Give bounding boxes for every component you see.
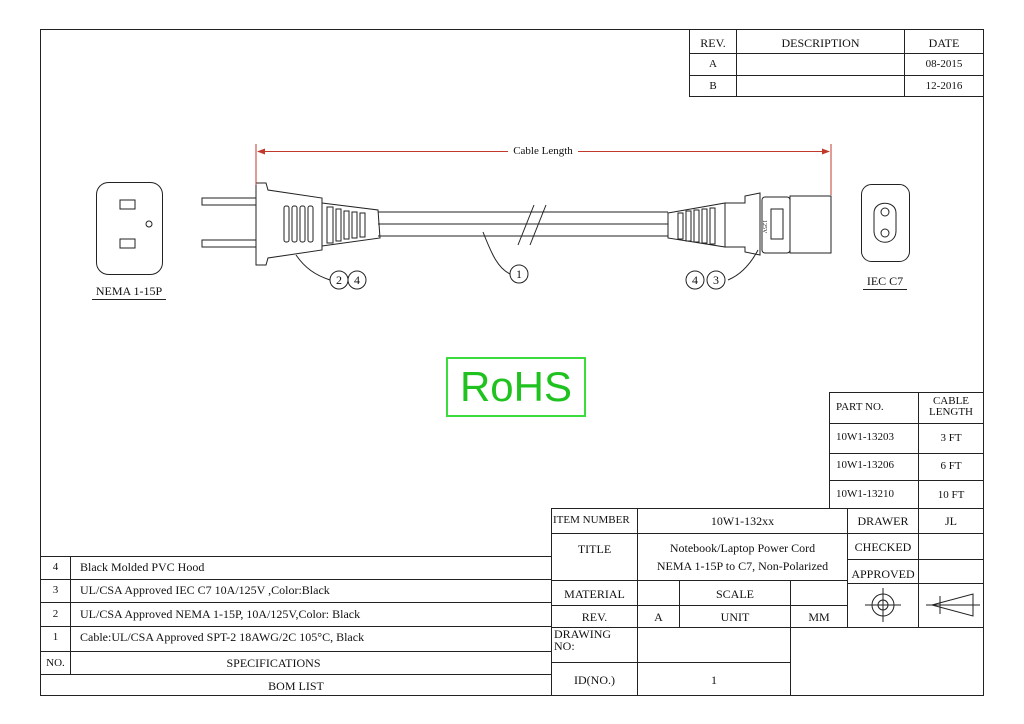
date-cell: 12-2016 xyxy=(925,80,963,92)
balloon-label: 2 xyxy=(336,273,342,287)
rev-cell: B xyxy=(709,80,717,92)
part-no-cell: 10W1-13203 xyxy=(836,431,895,443)
unit-value: MM xyxy=(808,610,830,624)
item-number: 10W1-132xx xyxy=(710,514,775,528)
nema-plug-face xyxy=(96,182,163,275)
title-line-1: Notebook/Laptop Power Cord xyxy=(669,541,816,555)
plug-prongs xyxy=(201,197,257,248)
bom-spec-cell: Cable:UL/CSA Approved SPT-2 18AWG/2C 105… xyxy=(80,630,365,644)
drawer-label: DRAWER xyxy=(857,514,909,528)
balloon-circles xyxy=(329,264,726,290)
item-number-label: ITEM NUMBER xyxy=(553,514,630,526)
revision-table-grid xyxy=(689,29,983,97)
balloon-label: 4 xyxy=(692,273,698,287)
cable xyxy=(378,204,668,246)
length-cell: 10 FT xyxy=(937,489,965,501)
plug-face-label: NEMA 1-15P xyxy=(95,284,163,298)
material-label: MATERIAL xyxy=(564,587,625,601)
bom-spec-header: SPECIFICATIONS xyxy=(226,656,321,670)
title-label: TITLE xyxy=(577,542,612,556)
part-no-header: PART NO. xyxy=(836,401,884,413)
scale-label: SCALE xyxy=(715,587,754,601)
bom-no-cell: 1 xyxy=(52,631,59,643)
bom-spec-cell: UL/CSA Approved NEMA 1-15P, 10A/125V,Col… xyxy=(80,607,361,621)
connector-face-label: IEC C7 xyxy=(866,274,904,288)
description-header: DESCRIPTION xyxy=(781,36,860,50)
balloon-leaders xyxy=(295,231,759,281)
unit-label: UNIT xyxy=(720,610,750,624)
drawing-no-label: DRAWING NO: xyxy=(554,627,612,653)
approved-label: APPROVED xyxy=(851,567,915,581)
part-no-cell: 10W1-13210 xyxy=(836,488,895,500)
balloon-label: 1 xyxy=(516,267,522,281)
bom-no-cell: 3 xyxy=(52,584,59,596)
rev-cell: A xyxy=(709,58,717,70)
rev-value: A xyxy=(654,610,663,624)
bom-table-grid xyxy=(40,556,551,675)
id-value: 1 xyxy=(711,673,717,687)
cable-length-header: CABLE LENGTH xyxy=(929,395,973,418)
part-table-grid xyxy=(829,392,983,508)
rev-header: REV. xyxy=(700,36,726,50)
balloon-label: 4 xyxy=(354,273,360,287)
drawer-value: JL xyxy=(945,514,957,528)
checked-label: CHECKED xyxy=(854,540,912,554)
plug-body xyxy=(255,182,381,266)
cable-length-dimension xyxy=(255,144,832,195)
bom-footer: BOM LIST xyxy=(268,679,324,693)
iec-c7-face xyxy=(861,184,910,262)
connector-rating-text: 125V xyxy=(761,220,767,234)
sheet-border xyxy=(40,29,984,696)
rohs-badge: RoHS xyxy=(446,357,586,417)
projection-symbol xyxy=(865,588,980,622)
rev-label: REV. xyxy=(581,610,608,624)
bom-spec-cell: UL/CSA Approved IEC C7 10A/125V ,Color:B… xyxy=(80,583,330,597)
bom-spec-cell: Black Molded PVC Hood xyxy=(80,560,205,574)
c7-connector-body xyxy=(667,192,832,256)
part-no-cell: 10W1-13206 xyxy=(836,459,895,471)
date-header: DATE xyxy=(928,36,960,50)
balloon-label: 3 xyxy=(713,273,719,287)
title-line-2: NEMA 1-15P to C7, Non-Polarized xyxy=(656,559,829,573)
title-block-grid xyxy=(551,508,983,695)
id-label: ID(NO.) xyxy=(574,673,615,687)
bom-no-header: NO. xyxy=(46,657,65,669)
cable-length-label: Cable Length xyxy=(513,145,573,157)
bom-no-cell: 2 xyxy=(52,608,59,620)
length-cell: 6 FT xyxy=(940,460,962,472)
date-cell: 08-2015 xyxy=(925,58,963,70)
length-cell: 3 FT xyxy=(940,432,962,444)
bom-no-cell: 4 xyxy=(52,561,59,573)
